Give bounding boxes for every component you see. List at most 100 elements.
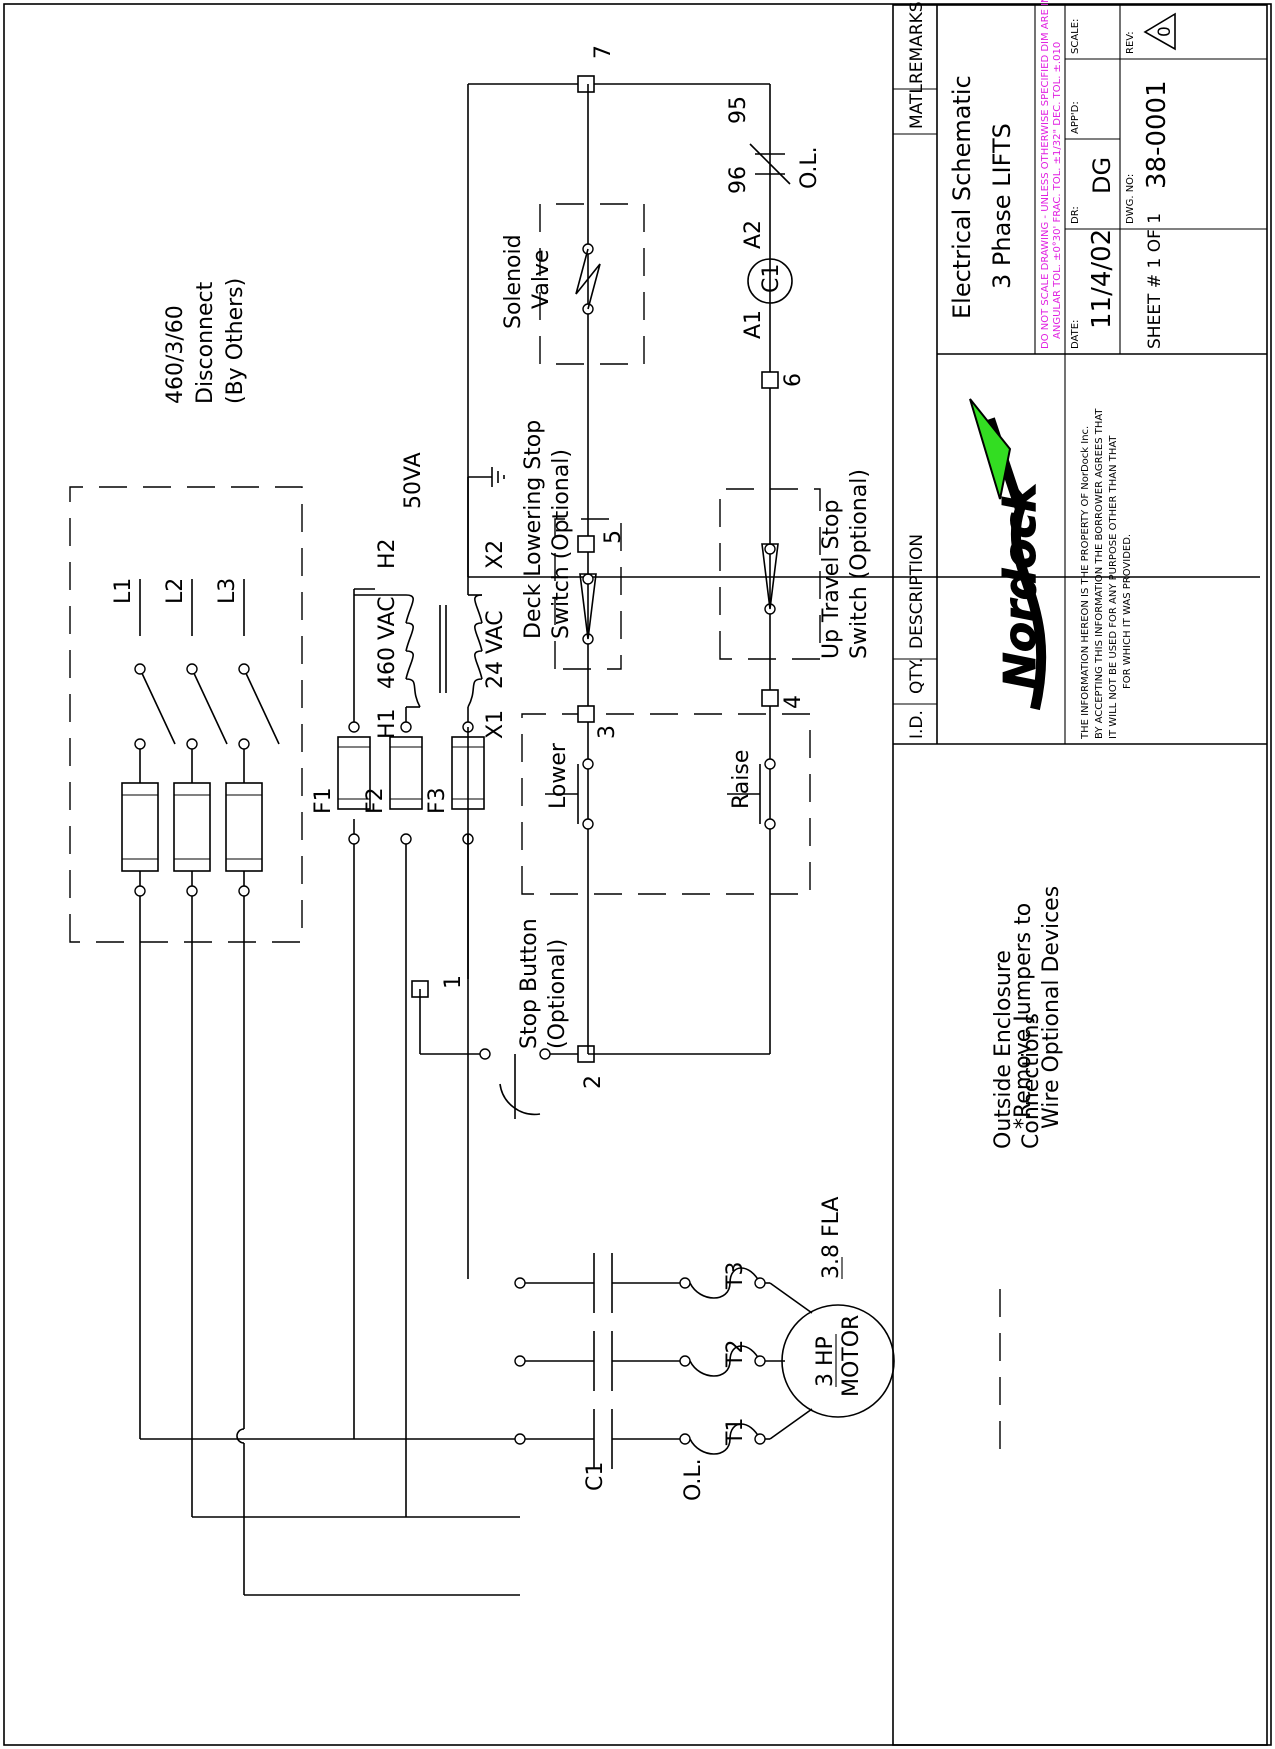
control-circuit: 7 1 2 Stop Button (Optional) bbox=[411, 45, 1260, 1119]
schematic-drawing: 460/3/60 Disconnect (By Others) L1 bbox=[69, 45, 1260, 1596]
overload-label: O.L. bbox=[681, 1458, 706, 1501]
terminal-6 bbox=[761, 371, 779, 389]
tolerance-note-2: ANGULAR TOL. ±0°30' FRAC. TOL. ±1/32" DE… bbox=[1052, 42, 1063, 339]
terminal-4 bbox=[761, 689, 779, 707]
stop-button-label-1: Stop Button bbox=[517, 918, 542, 1049]
disconnect-label-3: (By Others) bbox=[223, 278, 248, 404]
fuse-f1-label: F1 bbox=[311, 787, 336, 814]
transformer-h2: H2 bbox=[375, 538, 400, 569]
stop-button-label-2: (Optional) bbox=[545, 939, 570, 1049]
terminal-5-label: 5 bbox=[601, 530, 626, 544]
fuse-f3-label: F3 bbox=[425, 787, 450, 814]
disconnect-enclosure bbox=[69, 486, 303, 943]
tolerance-note-1: DO NOT SCALE DRAWING - UNLESS OTHERWISE … bbox=[1040, 0, 1051, 349]
scale-label: SCALE: bbox=[1070, 19, 1081, 54]
stop-button-symbol bbox=[499, 1083, 541, 1116]
disconnect-label-1: 460/3/60 bbox=[163, 305, 188, 404]
company-logo-text: Nordock bbox=[995, 480, 1046, 689]
disclaimer-2: BY ACCEPTING THIS INFORMATION THE BORROW… bbox=[1094, 408, 1105, 739]
disconnect-fuse-2 bbox=[173, 782, 211, 872]
transformer-rating: 50VA bbox=[401, 452, 426, 509]
contactor-label: C1 bbox=[583, 1462, 608, 1491]
up-travel-label-2: Switch (Optional) bbox=[847, 469, 872, 659]
dwg-number: 38-0001 bbox=[1142, 80, 1172, 189]
title-block: I.D. QTY. DESCRIPTION MATL REMARKS Nordo… bbox=[892, 0, 1268, 1746]
motor-terminal-t1: T1 bbox=[723, 1418, 748, 1446]
terminal-7-label: 7 bbox=[591, 45, 616, 59]
overload-heater-t1 bbox=[689, 1423, 761, 1455]
coil-c1 bbox=[747, 258, 793, 304]
phase-l1-label: L1 bbox=[111, 578, 136, 604]
appd-label: APP'D: bbox=[1070, 101, 1081, 134]
terminal-7 bbox=[577, 75, 595, 93]
fuse-f1 bbox=[337, 736, 371, 810]
transformer-secondary-voltage: 24 VAC bbox=[483, 610, 508, 689]
disclaimer-3: IT WILL NOT BE USED FOR ANY PURPOSE OTHE… bbox=[1108, 435, 1119, 739]
transformer-x1: X1 bbox=[483, 710, 508, 739]
up-travel-stop-switch bbox=[719, 488, 821, 660]
phase-l3: L3 bbox=[215, 578, 520, 1596]
overload-96: 96 bbox=[726, 166, 751, 194]
terminal-5 bbox=[577, 535, 595, 553]
disclaimer-4: FOR WHICH IT WAS PROVIDED. bbox=[1122, 534, 1133, 689]
control-transformer: H1 460 VAC H2 50VA X1 24 VAC X2 bbox=[354, 452, 508, 739]
overload-95: 95 bbox=[726, 96, 751, 124]
disconnect-label-2: Disconnect bbox=[193, 281, 218, 404]
solenoid-valve bbox=[539, 203, 645, 365]
motor-hp: 3 HP bbox=[813, 1336, 838, 1387]
phase-l2: L2 bbox=[163, 578, 520, 1518]
overload-heater-t3 bbox=[689, 1267, 761, 1299]
date-value: 11/4/02 bbox=[1087, 229, 1117, 329]
header-id: I.D. bbox=[907, 710, 927, 739]
dr-value: DG bbox=[1088, 157, 1116, 194]
drawing-title-2: 3 Phase LIFTS bbox=[988, 123, 1016, 289]
drawing-title-1: Electrical Schematic bbox=[948, 75, 976, 319]
nordock-logo: Nordock bbox=[969, 398, 1047, 711]
solenoid-label-2: Valve bbox=[529, 250, 554, 310]
terminal-4-label: 4 bbox=[781, 695, 806, 709]
motor-contactor: C1 O.L. T1 T2 T3 bbox=[514, 1253, 813, 1501]
coil-label: C1 bbox=[759, 264, 784, 293]
terminal-3-label: 3 bbox=[595, 725, 620, 739]
header-remarks: REMARKS bbox=[907, 1, 927, 84]
rev-value: 0 bbox=[1155, 26, 1175, 37]
header-description: DESCRIPTION bbox=[907, 534, 927, 649]
sheet-border bbox=[3, 3, 1272, 1746]
terminal-3 bbox=[577, 705, 595, 723]
lower-button-label: Lower bbox=[546, 742, 571, 809]
overload-heater-t2 bbox=[689, 1345, 761, 1377]
disconnect-fuse-1 bbox=[121, 782, 159, 872]
jumper-note-2: Wire Optional Devices bbox=[1039, 886, 1064, 1129]
terminal-1-label: 1 bbox=[441, 975, 466, 989]
coil-a2: A2 bbox=[741, 220, 766, 249]
motor-terminal-t3: T3 bbox=[723, 1262, 748, 1290]
sheet-number: SHEET # 1 OF 1 bbox=[1145, 213, 1165, 349]
terminal-2-label: 2 bbox=[581, 1075, 606, 1089]
phase-l2-label: L2 bbox=[163, 578, 188, 604]
terminal-6-label: 6 bbox=[781, 373, 806, 387]
pushbutton-enclosure bbox=[521, 713, 811, 895]
motor-circle bbox=[781, 1304, 895, 1418]
motor-terminal-t2: T2 bbox=[723, 1340, 748, 1368]
legend-line-1: Outside Enclosure bbox=[991, 950, 1016, 1149]
header-qty: QTY. bbox=[907, 658, 927, 694]
deck-lowering-label-2: Switch (Optional) bbox=[549, 449, 574, 639]
disconnect-fuse-3 bbox=[225, 782, 263, 872]
header-matl: MATL bbox=[907, 84, 927, 129]
transformer-primary-voltage: 460 VAC bbox=[375, 596, 400, 689]
control-fuses: F1 F2 F3 bbox=[311, 588, 485, 1517]
motor-fla: 3.8 FLA bbox=[819, 1197, 844, 1279]
overload-contact-label: O.L. bbox=[797, 146, 822, 189]
up-travel-label-1: Up Travel Stop bbox=[819, 500, 844, 659]
deck-lowering-label-1: Deck Lowering Stop bbox=[521, 420, 546, 639]
motor-label: MOTOR bbox=[839, 1315, 864, 1397]
fuse-f2 bbox=[389, 736, 423, 810]
transformer-x2: X2 bbox=[483, 540, 508, 569]
deck-lowering-stop-switch bbox=[554, 518, 622, 670]
revision-triangle bbox=[1143, 12, 1176, 51]
phase-l1: L1 bbox=[111, 578, 520, 1440]
solenoid-label-1: Solenoid bbox=[501, 234, 526, 329]
fuse-f2-label: F2 bbox=[363, 787, 388, 814]
raise-button-label: Raise bbox=[729, 750, 754, 809]
